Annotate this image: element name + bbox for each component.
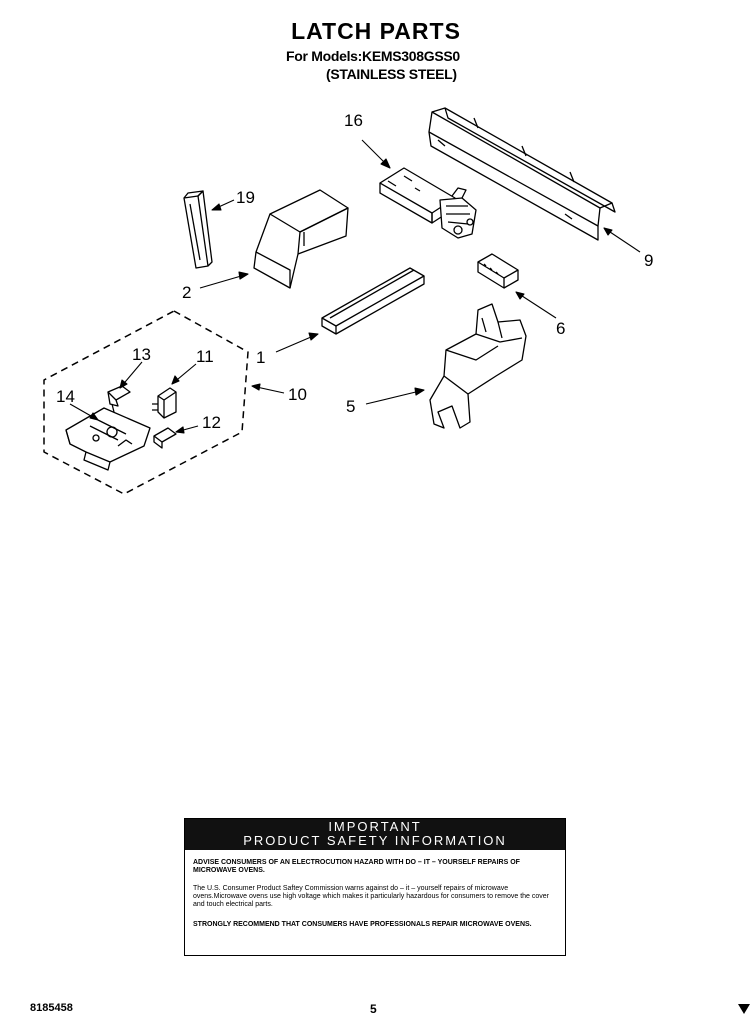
safety-heading-important: IMPORTANT	[328, 819, 422, 834]
part-14-switch-plate	[65, 407, 151, 471]
model-line: For Models:KEMS308GSS0	[286, 48, 460, 64]
part-10-switch-assembly-outline	[43, 310, 249, 495]
product-safety-box: IMPORTANT PRODUCT SAFETY INFORMATION ADV…	[184, 818, 566, 956]
callout-1: 1	[256, 348, 265, 367]
part-19-strip	[183, 190, 213, 269]
part-5-bracket	[429, 303, 527, 429]
callout-16: 16	[344, 111, 363, 130]
leader-lines	[69, 139, 641, 434]
safety-heading-product: PRODUCT SAFETY INFORMATION	[243, 833, 507, 848]
electrocution-warning: ADVISE CONSUMERS OF AN ELECTROCUTION HAZ…	[193, 859, 520, 874]
callout-14: 14	[56, 387, 75, 406]
corner-triangle-icon	[738, 1004, 750, 1014]
part-13-switch	[107, 385, 131, 413]
page-number: 5	[370, 1002, 377, 1016]
part-2-latch-housing	[253, 189, 349, 289]
callout-5: 5	[346, 397, 355, 416]
callout-9: 9	[644, 251, 653, 270]
part-6-block	[477, 253, 519, 289]
callout-6: 6	[556, 319, 565, 338]
callout-12: 12	[202, 413, 221, 432]
part-9-latch-cover	[428, 107, 616, 241]
cpsc-notice: The U.S. Consumer Product Saftey Commiss…	[193, 885, 549, 908]
part-1-bar	[321, 267, 425, 335]
part-number: 8185458	[30, 1002, 73, 1014]
callout-13: 13	[132, 345, 151, 364]
callout-2: 2	[182, 283, 191, 302]
page-title: LATCH PARTS	[291, 18, 461, 44]
professional-repair-recommendation: STRONGLY RECOMMEND THAT CONSUMERS HAVE P…	[193, 921, 532, 928]
safety-box-heading: IMPORTANT PRODUCT SAFETY INFORMATION	[185, 819, 565, 850]
part-12-switch	[153, 427, 177, 449]
callout-10: 10	[288, 385, 307, 404]
finish-line: (STAINLESS STEEL)	[326, 66, 457, 82]
callout-19: 19	[236, 188, 255, 207]
callout-11: 11	[196, 347, 214, 366]
part-11-switch	[152, 387, 177, 419]
part-16-latch-assembly	[379, 167, 477, 239]
